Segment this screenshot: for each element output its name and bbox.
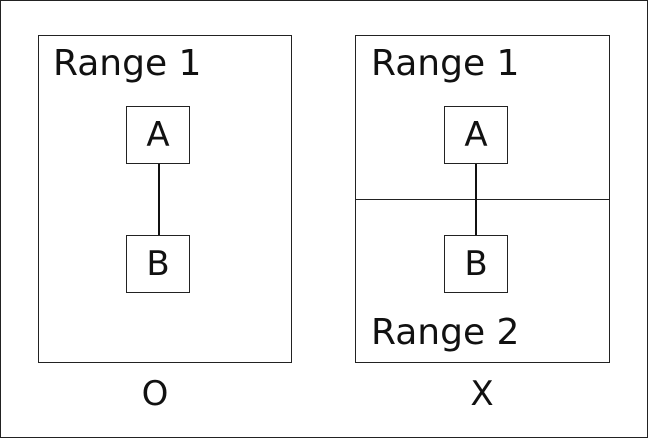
left-edge-a-b <box>158 164 160 235</box>
left-node-a: A <box>126 106 190 164</box>
panel-same-range <box>38 35 292 363</box>
right-range-1-label: Range 1 <box>371 43 520 84</box>
left-verdict: O <box>141 374 169 414</box>
right-node-a: A <box>444 106 508 164</box>
left-range-label: Range 1 <box>53 43 202 84</box>
right-node-b: B <box>444 235 508 293</box>
right-range-2-label: Range 2 <box>371 312 520 353</box>
right-verdict: X <box>470 374 494 414</box>
range-divider <box>356 199 609 200</box>
right-edge-a-b <box>475 164 477 235</box>
left-node-b: B <box>126 235 190 293</box>
